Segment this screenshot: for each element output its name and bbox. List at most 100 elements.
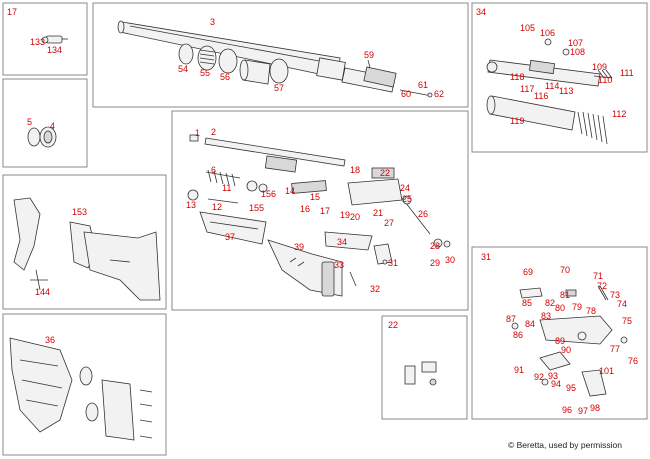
label-62: 62 [434, 89, 444, 99]
label-55: 55 [200, 68, 210, 78]
label-11: 11 [222, 183, 231, 193]
label-4: 4 [50, 121, 55, 131]
label-72: 72 [597, 281, 607, 291]
label-56: 56 [220, 72, 230, 82]
stock-drawing [267, 239, 357, 297]
label-33: 33 [334, 260, 344, 270]
label-71: 71 [593, 271, 603, 281]
panel-17: 17 133 134 [2, 2, 88, 76]
part-133-134-drawing [41, 35, 68, 44]
label-27: 27 [384, 218, 394, 228]
trigger-group-drawing [324, 231, 393, 265]
credit-text: © Beretta, used by permission [508, 440, 622, 450]
label-73: 73 [610, 290, 620, 300]
forend-drawing [199, 211, 267, 245]
label-21: 21 [373, 208, 383, 218]
label-6: 6 [211, 165, 216, 175]
panel-5-4: 5 4 [2, 78, 88, 168]
label-109: 109 [592, 62, 607, 72]
label-155: 155 [249, 203, 264, 213]
label-85: 85 [522, 298, 532, 308]
label-1: 1 [195, 128, 200, 138]
label-93: 93 [548, 371, 558, 381]
label-91: 91 [514, 365, 524, 375]
label-111: 111 [620, 68, 634, 78]
label-60: 60 [401, 89, 411, 99]
receiver-extension-drawing [341, 59, 433, 98]
label-87: 87 [506, 314, 516, 324]
label-144: 144 [35, 287, 50, 297]
magazine-tube-main-drawing [189, 134, 346, 194]
label-25: 25 [402, 194, 412, 204]
label-26: 26 [418, 209, 428, 219]
panel-36: 36 [2, 313, 167, 456]
magazine-spring-drawing [486, 95, 608, 145]
label-113: 113 [559, 86, 573, 96]
label-108: 108 [570, 47, 585, 57]
label-16: 16 [300, 204, 310, 214]
label-107: 107 [568, 38, 583, 48]
label-69: 69 [523, 267, 533, 277]
label-31: 31 [388, 258, 398, 268]
label-15: 15 [310, 192, 320, 202]
label-59: 59 [364, 50, 374, 60]
label-116: 116 [534, 91, 548, 101]
label-37: 37 [225, 232, 235, 242]
label-118: 118 [510, 72, 524, 82]
label-2: 2 [211, 127, 216, 137]
label-61: 61 [418, 80, 428, 90]
label-92: 92 [534, 372, 544, 382]
label-105: 105 [520, 23, 535, 33]
label-80: 80 [555, 303, 565, 313]
label-112: 112 [612, 109, 626, 119]
label-86: 86 [513, 330, 523, 340]
label-20: 20 [350, 212, 360, 222]
panel-22-number: 22 [388, 320, 398, 330]
panel-31-number: 31 [481, 252, 491, 262]
panel-34-number: 34 [476, 7, 486, 17]
tactical-stock-drawing [9, 337, 153, 441]
label-32: 32 [370, 284, 380, 294]
panel-main: 1 2 6 11 13 156 155 12 14 15 16 17 18 22… [171, 110, 469, 311]
label-117: 117 [520, 84, 534, 94]
pistol-grip-stock-drawing [13, 197, 161, 301]
panel-36-number: 36 [45, 335, 55, 345]
barrel-rings-drawing [178, 43, 289, 85]
label-34: 34 [337, 237, 347, 247]
label-77: 77 [610, 344, 620, 354]
panel-3: 3 54 55 56 57 59 61 60 62 [92, 2, 469, 108]
label-74: 74 [617, 299, 627, 309]
label-30: 30 [445, 255, 455, 265]
panel-17-number: 17 [7, 7, 17, 17]
label-153: 153 [72, 207, 87, 217]
label-29: 29 [430, 258, 440, 268]
action-spring-drawing [187, 169, 268, 204]
bolt-handle-drawing [404, 361, 437, 386]
trigger-assembly-drawing [511, 285, 628, 397]
label-17: 17 [320, 206, 330, 216]
panel-31: 31 69 70 71 72 73 74 81 82 80 79 78 85 8… [471, 246, 648, 420]
label-70: 70 [560, 265, 570, 275]
label-19: 19 [340, 210, 350, 220]
label-114: 114 [545, 81, 559, 91]
label-94: 94 [551, 379, 561, 389]
label-83: 83 [541, 311, 551, 321]
panel-stock: 153 144 [2, 174, 167, 310]
label-22: 22 [380, 168, 390, 178]
label-96: 96 [562, 405, 572, 415]
label-95: 95 [566, 383, 576, 393]
label-24: 24 [400, 183, 410, 193]
label-134: 134 [47, 45, 62, 55]
label-82: 82 [545, 298, 555, 308]
label-156: 156 [261, 189, 276, 199]
label-81: 81 [560, 290, 570, 300]
panel-22: 22 [381, 315, 468, 420]
magazine-tube-drawing [486, 38, 613, 87]
label-57: 57 [274, 83, 284, 93]
label-54: 54 [178, 64, 188, 74]
label-75: 75 [622, 316, 632, 326]
label-84: 84 [525, 319, 535, 329]
label-79: 79 [572, 302, 582, 312]
label-133: 133 [30, 37, 45, 47]
